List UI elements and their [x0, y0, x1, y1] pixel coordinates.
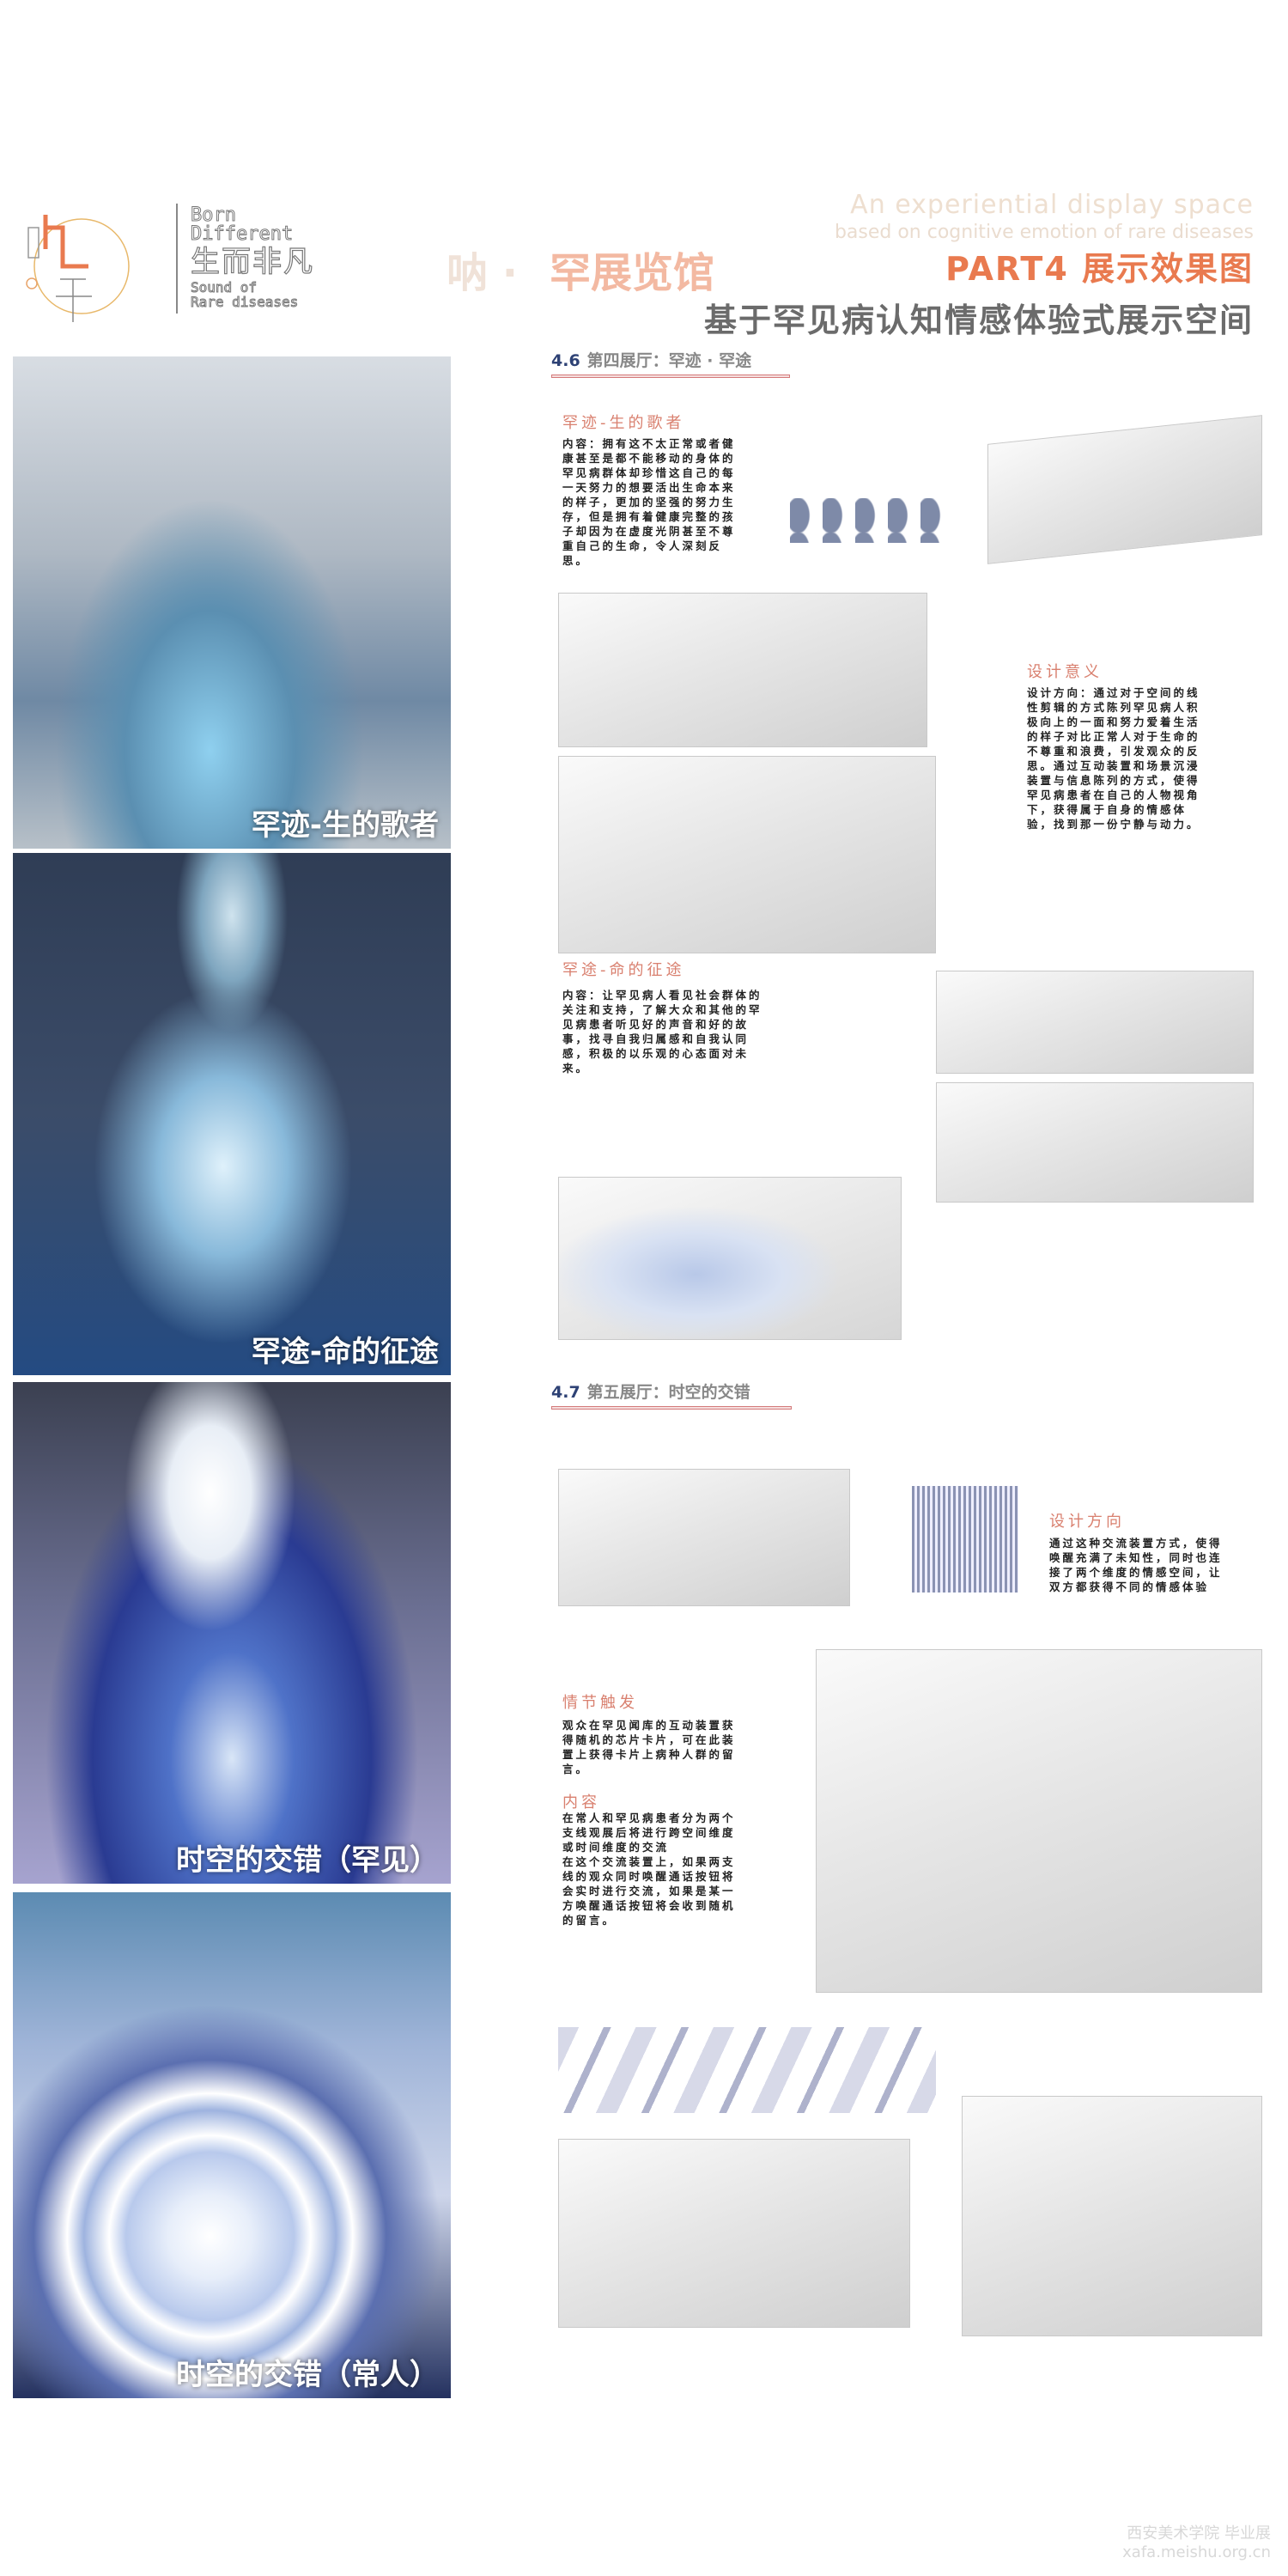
section-underline: [551, 375, 790, 378]
model-image: [558, 593, 927, 747]
page-subtitle: 基于罕见病认知情感体验式展示空间: [703, 301, 1254, 339]
section-heading-4-7: 4.7 第五展厅：时空的交错: [551, 1379, 750, 1403]
logo-en-rare: Rare diseases: [191, 294, 299, 310]
model-image: [558, 1469, 850, 1606]
footer-watermark: 西安美术学院 毕业展 xafa.meishu.org.cn: [1122, 2521, 1271, 2561]
block-heading: 设计方向: [1049, 1513, 1125, 1531]
photo-caption: 罕迹-生的歌者: [251, 808, 439, 843]
watermark-url: xafa.meishu.org.cn: [1122, 2543, 1271, 2561]
block-text: 在常人和罕见病患者分为两个支线观展后将进行跨空间维度或时间维度的交流 在这个交流…: [562, 1812, 736, 1927]
model-image: [558, 1177, 902, 1340]
photo-caption: 时空的交错（罕见）: [176, 1843, 439, 1878]
section-number: 4.6: [551, 351, 580, 370]
pattern-image: [790, 498, 949, 543]
block-text: 设计方向：通过对于空间的线性剪辑的方式陈列罕见病人积极向上的一面和努力爱着生活的…: [1027, 686, 1200, 831]
block-heading: 罕途-命的征途: [562, 961, 685, 979]
header-watermark-cn-2: 罕展览馆: [550, 249, 715, 297]
section-number: 4.7: [551, 1383, 580, 1402]
block-heading: 罕迹-生的歌者: [562, 414, 685, 432]
section-underline: [551, 1406, 792, 1410]
render-photo-2: 罕途-命的征途: [13, 853, 451, 1375]
block-text: 观众在罕见闻库的互动装置获得随机的芯片卡片，可在此装置上获得卡片上病种人群的留言…: [562, 1719, 736, 1775]
watermark-logo: 西安美术学院 毕业展: [1127, 2524, 1271, 2543]
logo-text: Born Different 生而非凡 Sound of Rare diseas…: [190, 204, 314, 310]
helix-image: [558, 2027, 936, 2113]
logo-en-different: Different: [191, 223, 294, 245]
model-image: [558, 2139, 910, 2328]
logo-mark-icon: [26, 215, 130, 322]
block-text: 内容：让罕见病人看见社会群体的关注和支持，了解大众和其他的罕见病患者听见好的声音…: [562, 989, 762, 1075]
render-photo-4: 时空的交错（常人）: [13, 1892, 451, 2398]
section-heading-4-6: 4.6 第四展厅：罕迹 · 罕途: [551, 348, 751, 371]
logo-en-born: Born: [191, 204, 237, 226]
header-watermark-cn: 呐 ·: [447, 249, 518, 297]
model-image: [816, 1649, 1262, 1993]
model-image: [558, 756, 936, 953]
block-text: 内容：拥有这不太正常或者健康甚至是都不能移动的身体的罕见病群体却珍惜这自己的每一…: [562, 437, 736, 567]
block-heading: 设计意义: [1027, 663, 1103, 681]
pattern-image: [912, 1486, 1018, 1592]
logo-en-sound: Sound of: [191, 279, 258, 295]
photo-caption: 罕途-命的征途: [251, 1335, 439, 1369]
part-title: PART4 展示效果图: [945, 250, 1254, 288]
logo-cn: 生而非凡: [190, 244, 314, 279]
model-image: [936, 971, 1254, 1074]
model-image: [987, 415, 1262, 564]
section-title: 第五展厅：时空的交错: [586, 1383, 750, 1402]
block-text: 通过这种交流装置方式，使得唤醒充满了未知性，同时也连接了两个维度的情感空间，让双…: [1049, 1537, 1223, 1593]
header-watermark-en-2: based on cognitive emotion of rare disea…: [834, 222, 1254, 243]
photo-caption: 时空的交错（常人）: [176, 2358, 439, 2392]
render-photo-3: 时空的交错（罕见）: [13, 1382, 451, 1884]
block-heading: 情节触发: [562, 1694, 638, 1712]
section-title: 第四展厅：罕迹 · 罕途: [586, 351, 752, 370]
render-photo-1: 罕迹-生的歌者: [13, 356, 451, 849]
block-heading: 内容: [562, 1793, 600, 1812]
header-watermark-en: An experiential display space: [850, 190, 1254, 220]
logo-divider: [176, 204, 178, 314]
model-image: [936, 1082, 1254, 1203]
model-image: [962, 2096, 1262, 2336]
